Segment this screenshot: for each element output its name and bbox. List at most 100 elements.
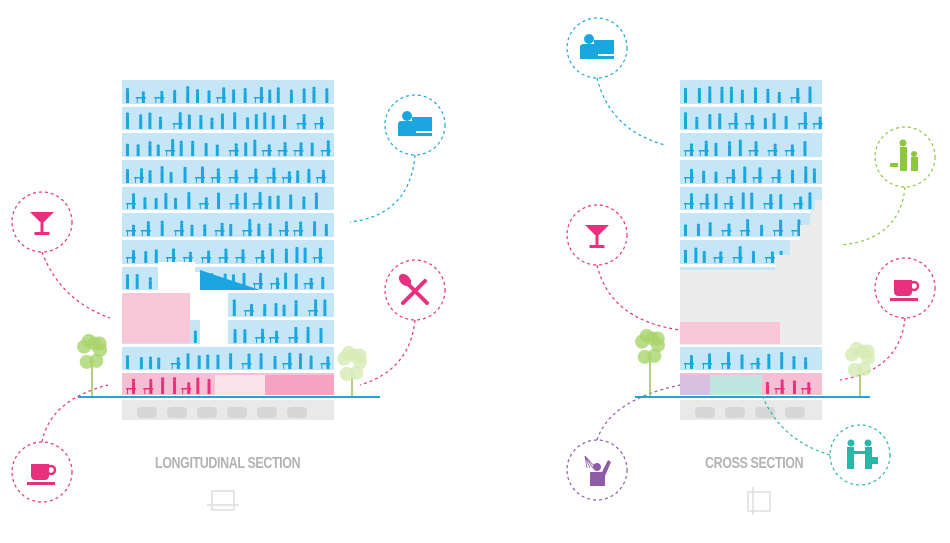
table	[793, 203, 804, 205]
dashed-connector	[839, 186, 906, 246]
table-leg	[219, 257, 221, 263]
table-leg	[813, 123, 815, 129]
person-figure	[234, 146, 238, 156]
person-head	[750, 114, 754, 119]
person-head	[766, 88, 770, 92]
person-head	[274, 330, 279, 334]
person-figure	[247, 356, 251, 369]
table	[773, 230, 784, 232]
person-head	[259, 86, 264, 91]
floor-band	[122, 213, 334, 237]
person-figure	[243, 195, 247, 209]
person-figure	[235, 196, 239, 209]
person-head	[160, 90, 164, 94]
person-figure	[288, 355, 292, 369]
person-head	[260, 328, 265, 332]
person-figure	[141, 94, 145, 103]
person-figure	[302, 117, 306, 129]
person-figure	[792, 383, 796, 394]
floor-band	[122, 107, 334, 130]
person-figure	[275, 280, 279, 289]
person-figure	[173, 92, 177, 103]
table	[684, 363, 694, 365]
person-figure	[325, 91, 329, 103]
person-figure	[690, 196, 693, 209]
person-figure	[750, 117, 754, 129]
person-head	[131, 224, 136, 228]
person-head	[754, 141, 758, 145]
person-head	[268, 89, 272, 93]
event-space	[680, 322, 780, 344]
person-head	[154, 249, 158, 253]
person-figure	[780, 355, 784, 369]
table	[252, 203, 263, 205]
person-figure	[180, 223, 184, 236]
person-head	[708, 222, 712, 226]
person-figure	[206, 357, 210, 369]
person-figure	[216, 357, 220, 369]
person-head	[273, 355, 277, 359]
table	[182, 257, 193, 259]
person-head	[792, 356, 796, 360]
person-figure	[727, 355, 731, 369]
person-head	[309, 277, 313, 281]
person-figure	[818, 119, 822, 129]
person-head	[169, 171, 173, 176]
table	[748, 150, 759, 152]
person-figure	[268, 226, 272, 236]
table-leg	[141, 230, 143, 236]
tree-foliage	[847, 362, 862, 377]
person-figure	[259, 275, 263, 289]
person-head	[803, 141, 807, 145]
floor-band	[680, 80, 822, 104]
table	[126, 388, 136, 390]
person-head	[683, 249, 688, 253]
person-head	[321, 276, 325, 281]
car	[167, 407, 187, 418]
restaurant	[265, 375, 334, 395]
person-head	[272, 167, 276, 171]
person-figure	[217, 195, 221, 209]
table	[281, 177, 292, 179]
person-figure	[220, 116, 224, 129]
fork-spoon-icon	[384, 259, 446, 321]
person-head	[743, 166, 747, 170]
table-leg	[289, 337, 291, 343]
table	[752, 177, 763, 179]
person-figure	[200, 169, 204, 183]
person-head	[207, 90, 211, 94]
person-figure	[729, 198, 733, 209]
car	[287, 407, 307, 418]
table-leg	[774, 230, 776, 236]
person-head	[284, 221, 289, 225]
person-head	[804, 357, 808, 361]
person-head	[707, 353, 712, 357]
person-head	[784, 115, 788, 120]
person-figure	[695, 119, 699, 129]
table	[126, 257, 136, 259]
person-head	[247, 353, 251, 357]
person-head	[727, 141, 732, 145]
person-head	[210, 117, 214, 121]
adult-head	[899, 139, 907, 147]
table	[725, 177, 736, 179]
person-figure	[760, 227, 764, 236]
person-figure	[791, 172, 795, 183]
table	[255, 257, 266, 259]
person-figure	[773, 146, 777, 156]
person-head	[689, 143, 694, 147]
person-head	[314, 192, 319, 196]
person-figure	[728, 144, 732, 156]
person-head	[734, 112, 738, 116]
person-head	[790, 169, 795, 173]
person-figure	[229, 356, 233, 369]
person-head	[203, 224, 207, 228]
person-figure	[777, 94, 781, 103]
table-leg	[183, 257, 185, 263]
person-head	[731, 168, 735, 173]
cross-section-building	[635, 80, 870, 420]
person-figure	[222, 90, 226, 103]
auditorium-seating	[200, 270, 260, 290]
person-figure	[690, 171, 693, 183]
person-head	[223, 273, 227, 277]
